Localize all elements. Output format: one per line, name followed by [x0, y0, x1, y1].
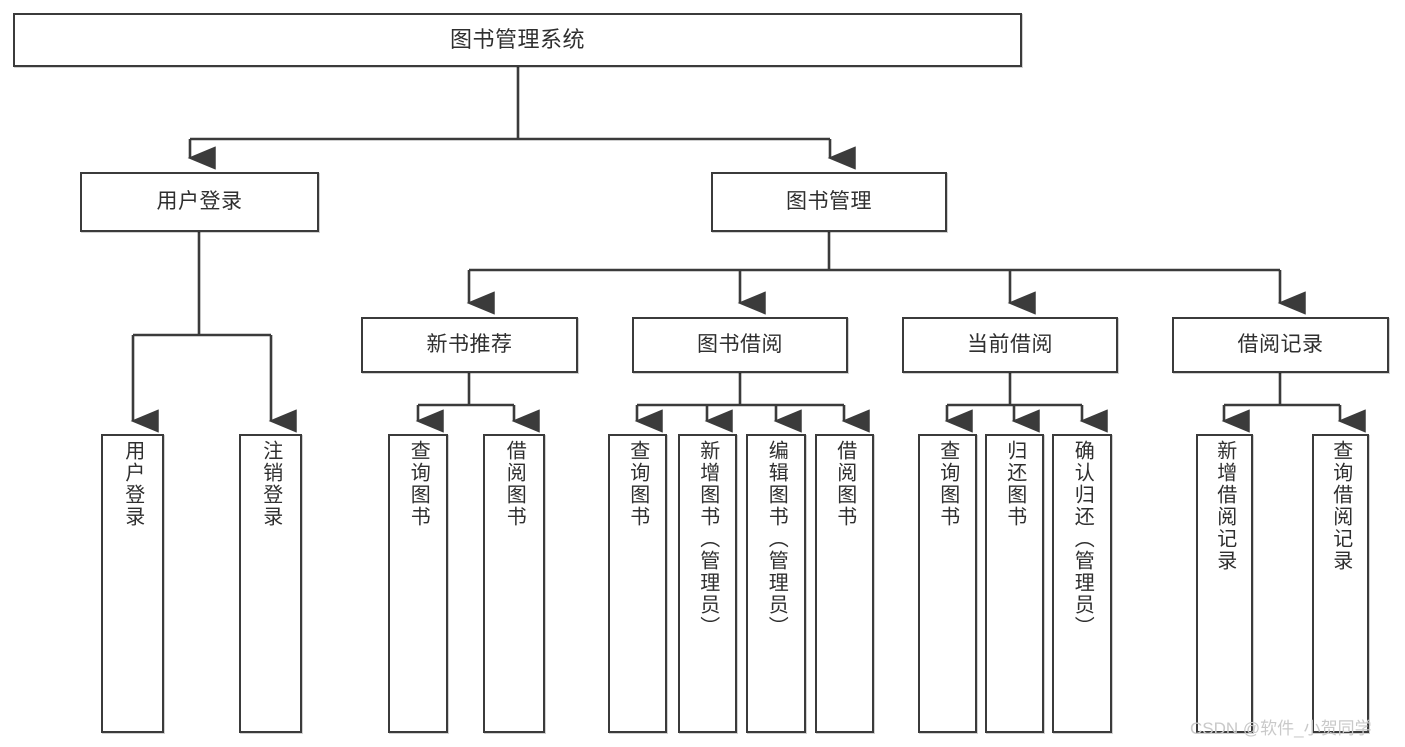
- node-label: 借阅图书: [833, 440, 856, 528]
- node-label: 借阅记录: [1237, 333, 1324, 357]
- node-label: 新增借阅记录: [1213, 440, 1236, 572]
- node-label: 新增图书（管理员）: [696, 440, 719, 638]
- node-label: 查询借阅记录: [1329, 440, 1352, 572]
- leaf-add-borrow-record[interactable]: 新增借阅记录: [1196, 434, 1253, 733]
- leaf-add-book-admin[interactable]: 新增图书（管理员）: [678, 434, 737, 733]
- leaf-new-book-borrow[interactable]: 借阅图书: [483, 434, 545, 733]
- leaf-query-borrow-record[interactable]: 查询借阅记录: [1312, 434, 1369, 733]
- node-label: 用户登录: [156, 190, 243, 214]
- node-label: 查询图书: [626, 440, 649, 528]
- node-label: 归还图书: [1003, 440, 1026, 528]
- leaf-return-book[interactable]: 归还图书: [985, 434, 1044, 733]
- node-label: 图书管理: [786, 190, 872, 214]
- node-book-borrow[interactable]: 图书借阅: [632, 317, 848, 373]
- node-label: 用户登录: [121, 440, 144, 528]
- node-label: 新书推荐: [426, 333, 513, 357]
- leaf-current-query-book[interactable]: 查询图书: [918, 434, 977, 733]
- leaf-borrow-query-book[interactable]: 查询图书: [608, 434, 667, 733]
- node-current-borrow[interactable]: 当前借阅: [902, 317, 1118, 373]
- node-label: 注销登录: [259, 440, 282, 528]
- watermark-text: CSDN @软件_小贺同学: [1190, 719, 1372, 738]
- leaf-logout[interactable]: 注销登录: [239, 434, 302, 733]
- leaf-edit-book-admin[interactable]: 编辑图书（管理员）: [746, 434, 806, 733]
- node-label: 图书管理系统: [449, 26, 585, 52]
- node-new-book-recommend[interactable]: 新书推荐: [361, 317, 578, 373]
- node-label: 图书借阅: [697, 333, 783, 357]
- leaf-user-login[interactable]: 用户登录: [101, 434, 164, 733]
- node-label: 借阅图书: [503, 440, 526, 528]
- node-label: 当前借阅: [967, 333, 1053, 357]
- node-root[interactable]: 图书管理系统: [13, 13, 1022, 67]
- node-book-management[interactable]: 图书管理: [711, 172, 947, 232]
- leaf-confirm-return-admin[interactable]: 确认归还（管理员）: [1052, 434, 1112, 733]
- leaf-new-book-query[interactable]: 查询图书: [388, 434, 448, 733]
- node-user-login[interactable]: 用户登录: [80, 172, 319, 232]
- leaf-borrow-book[interactable]: 借阅图书: [815, 434, 874, 733]
- node-label: 编辑图书（管理员）: [765, 440, 788, 638]
- node-borrow-record[interactable]: 借阅记录: [1172, 317, 1389, 373]
- node-label: 查询图书: [407, 440, 430, 528]
- node-label: 确认归还（管理员）: [1071, 440, 1094, 638]
- node-label: 查询图书: [936, 440, 959, 528]
